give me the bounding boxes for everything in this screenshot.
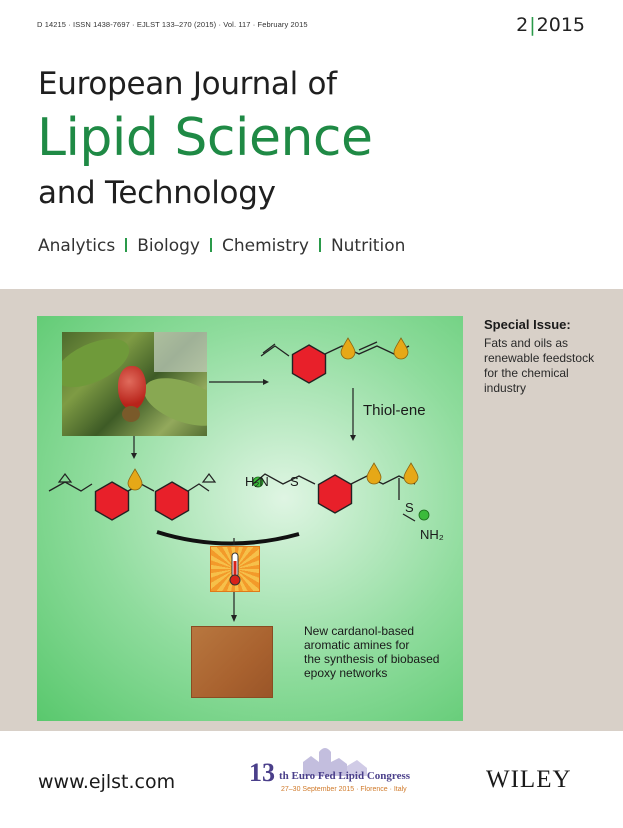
arrow-head	[350, 435, 356, 441]
congress-number: 13	[249, 758, 275, 787]
subject-separator	[318, 238, 321, 252]
lipid-drop-icon	[403, 462, 419, 485]
cashew-nut	[122, 406, 140, 422]
congress-date: 27–30 September 2015 · Florence · Italy	[281, 786, 407, 793]
arrow-head	[231, 615, 237, 622]
subject-biology: Biology	[137, 236, 200, 256]
benzene-ring	[317, 474, 353, 514]
lipid-drop-icon	[127, 468, 143, 491]
issue-number-value: 2	[516, 14, 529, 36]
epoxide-ring	[201, 473, 217, 483]
graphic-caption: New cardanol-based aromatic amines for t…	[304, 624, 440, 680]
issue-year: 2015	[536, 14, 585, 36]
congress-title: th Euro Fed Lipid Congress	[279, 770, 411, 782]
issue-separator: |	[529, 14, 536, 36]
subject-separator	[125, 238, 128, 252]
benzene-ring	[291, 344, 327, 384]
heat-icon	[210, 546, 260, 592]
cashew-apple	[118, 366, 146, 410]
subject-nutrition: Nutrition	[330, 236, 406, 256]
cashew-photo	[62, 332, 207, 436]
epoxide-ring	[57, 473, 73, 483]
benzene-ring	[94, 481, 130, 521]
congress-logo: 13 th Euro Fed Lipid Congress 27–30 Sept…	[245, 738, 445, 818]
vinyl-bond	[260, 345, 290, 357]
thiol-ene-label: Thiol-ene	[363, 402, 426, 419]
publisher-logo: WILEY	[486, 766, 572, 793]
green-atom	[418, 509, 430, 521]
reaction-bracket	[156, 530, 300, 546]
arrow-head	[131, 453, 137, 459]
amine-label: H₂N	[245, 474, 269, 489]
green-atom	[252, 476, 264, 488]
subject-chemistry: Chemistry	[221, 236, 309, 256]
arrow-head	[263, 379, 269, 385]
subject-separator	[209, 238, 212, 252]
thermometer-icon	[229, 552, 241, 586]
subject-analytics: Analytics	[38, 236, 116, 256]
journal-title-line3: and Technology	[38, 175, 276, 211]
lipid-drop-icon	[366, 462, 382, 485]
epoxy-sample	[191, 626, 273, 698]
lipid-drop-icon	[340, 337, 356, 360]
cathedral-icon	[303, 748, 367, 776]
lipid-drop-icon	[393, 337, 409, 360]
journal-title-line1: European Journal of	[38, 66, 337, 102]
journal-title-line2: Lipid Science	[37, 108, 373, 168]
issue-number: 2|2015	[516, 14, 585, 36]
reaction-scheme	[48, 337, 430, 622]
website-link[interactable]: www.ejlst.com	[38, 771, 176, 793]
issue-metadata: D 14215 · ISSN 1438-7697 · EJLST 133–270…	[37, 20, 308, 29]
benzene-ring	[154, 481, 190, 521]
sulfur-label: S	[405, 500, 414, 515]
special-issue-body: Fats and oils as renewable feedstock for…	[484, 336, 595, 395]
special-issue-title: Special Issue:	[484, 317, 571, 332]
sulfur-label: S	[290, 474, 299, 489]
subject-list: Analytics Biology Chemistry Nutrition	[38, 236, 405, 256]
amine-label: NH₂	[420, 527, 444, 542]
